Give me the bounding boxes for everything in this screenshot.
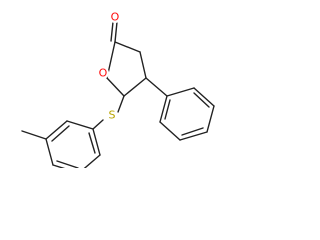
tolyl-bond-4 (52, 164, 66, 168)
phenyl-bond-3 (206, 105, 215, 133)
structure-canvas: O O S (21, 11, 215, 168)
bond-s-tolyl (92, 119, 104, 130)
ring-oxygen-label: O (99, 67, 108, 80)
lactone-ring (106, 21, 147, 97)
bond-c5-s (117, 95, 125, 113)
tolyl-ring (21, 119, 104, 168)
phenyl-aromatic-2 (181, 127, 204, 136)
tolyl-bond-1 (66, 120, 94, 130)
phenyl-bond-6 (159, 95, 168, 123)
phenyl-bond-4 (179, 131, 208, 141)
sulfur-label: S (109, 109, 116, 122)
phenyl-bond-2 (193, 87, 215, 107)
bond-methyl (21, 130, 47, 140)
bond-carbonyl-1 (114, 21, 118, 43)
atom-label-ring-o: O (97, 67, 109, 80)
phenyl-ring (145, 77, 215, 141)
molecule-drawing: O O S (21, 11, 215, 168)
phenyl-aromatic-3 (164, 99, 171, 120)
bond-c4-c5 (123, 77, 147, 97)
tolyl-bond-3 (45, 138, 54, 166)
bond-c5-o (106, 77, 125, 97)
tolyl-aromatic-2 (56, 160, 79, 168)
bond-c2-c3 (114, 41, 141, 53)
bond-c3-c4 (139, 51, 147, 79)
bond-carbonyl-2 (110, 21, 114, 42)
bond-c4-phenyl (145, 77, 168, 97)
tolyl-bond-6 (92, 128, 101, 156)
phenyl-bond-1 (166, 87, 195, 97)
tolyl-aromatic-1 (51, 125, 70, 142)
phenyl-bond-5 (159, 121, 181, 141)
tolyl-bond-2 (45, 120, 68, 140)
atom-label-sulfur: S (106, 109, 118, 122)
tolyl-bond-5 (83, 154, 101, 168)
atom-label-carbonyl-o: O (109, 11, 121, 24)
phenyl-aromatic-1 (193, 92, 210, 108)
tolyl-aromatic-3 (88, 132, 96, 154)
carbonyl-oxygen-label: O (111, 11, 120, 24)
